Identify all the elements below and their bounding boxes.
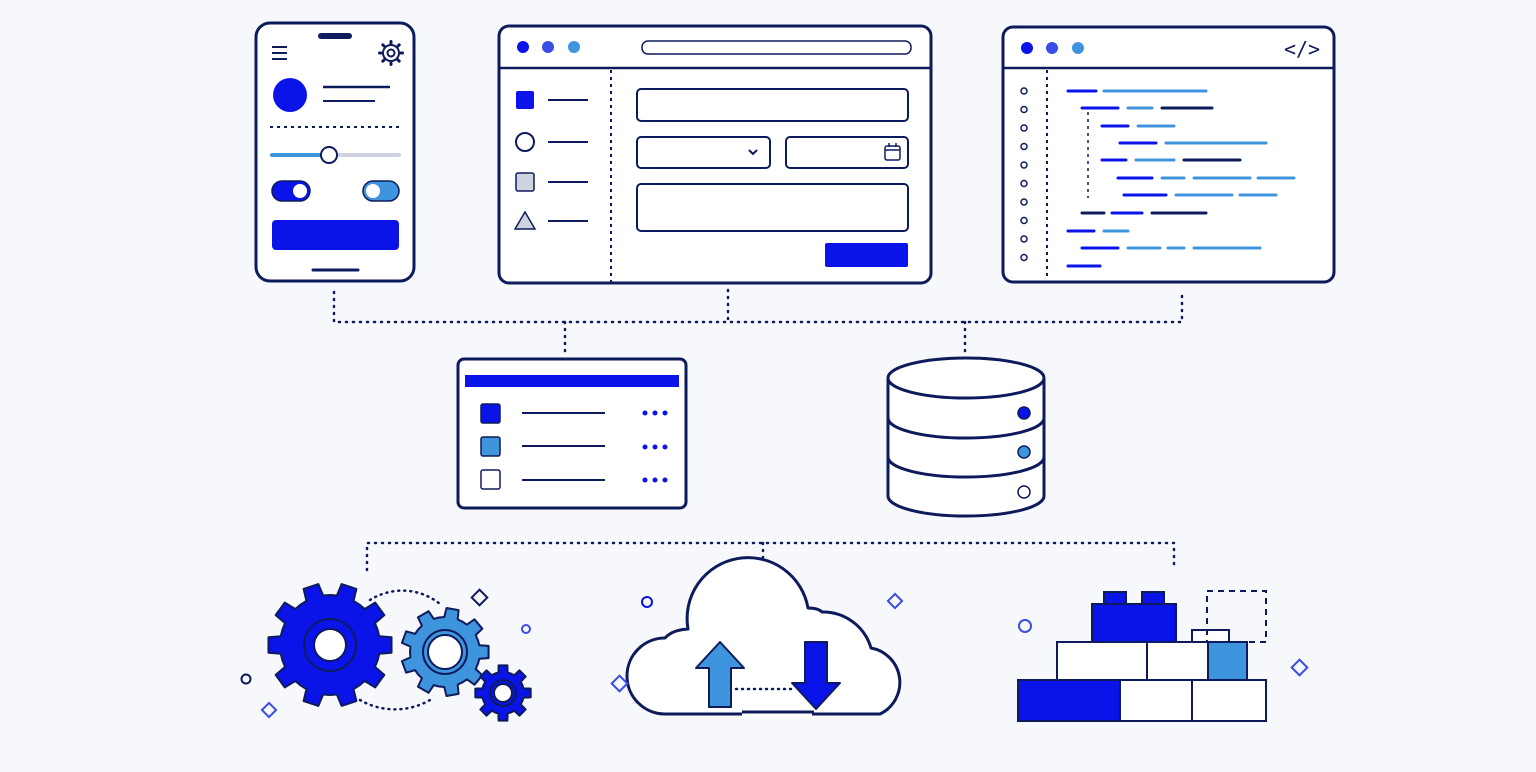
- cloud-sync-icon: [610, 556, 904, 717]
- medium-gear-icon: [400, 607, 490, 697]
- gear-icon[interactable]: [378, 40, 404, 66]
- calendar-icon: [884, 143, 901, 161]
- diamond-decoration: [610, 674, 629, 693]
- diamond-decoration: [470, 588, 489, 607]
- line-number-marker: [1020, 161, 1028, 169]
- code-brackets-icon: </>: [1284, 37, 1320, 61]
- list-item[interactable]: [480, 403, 668, 424]
- circle-icon[interactable]: [515, 132, 535, 152]
- sidebar-nav: [513, 91, 588, 230]
- text-input[interactable]: [636, 88, 909, 122]
- line-number-marker: [1020, 87, 1028, 95]
- line-number-marker: [1020, 142, 1028, 151]
- avatar: [273, 78, 307, 112]
- submit-button[interactable]: [825, 243, 908, 267]
- toggle-switch-on[interactable]: [271, 180, 311, 202]
- line-number-marker: [1020, 216, 1028, 225]
- slider[interactable]: [270, 146, 401, 164]
- hamburger-menu-icon[interactable]: [272, 46, 287, 60]
- triangle-icon[interactable]: [513, 210, 537, 230]
- primary-button[interactable]: [272, 220, 399, 250]
- building-blocks-icon: [1017, 590, 1309, 722]
- square-icon[interactable]: [516, 91, 534, 109]
- dropdown-select[interactable]: [636, 136, 771, 169]
- large-gear-icon: [267, 583, 393, 707]
- code-lines: [1066, 89, 1296, 268]
- line-number-marker: [1020, 124, 1028, 132]
- more-options-icon[interactable]: [642, 477, 668, 483]
- chevron-down-icon: [748, 149, 758, 156]
- code-editor-window: </>: [1001, 25, 1336, 284]
- address-bar[interactable]: [641, 40, 912, 55]
- line-number-gutter: [1020, 87, 1028, 262]
- list-card: [456, 357, 688, 510]
- toggle-switch-off[interactable]: [362, 180, 400, 202]
- diamond-decoration: [886, 592, 904, 610]
- date-input[interactable]: [785, 136, 909, 169]
- list-item[interactable]: [480, 469, 668, 490]
- line-number-marker: [1020, 179, 1028, 188]
- top-connector-lines: [332, 288, 1184, 354]
- small-gear-icon: [474, 664, 532, 722]
- diamond-decoration: [260, 701, 278, 719]
- list-item[interactable]: [480, 436, 668, 457]
- database-icon: [886, 356, 1046, 518]
- web-form-window: [497, 24, 933, 285]
- upload-arrow-icon: [695, 641, 745, 708]
- square-outline-icon[interactable]: [515, 172, 535, 192]
- textarea[interactable]: [636, 183, 909, 232]
- more-options-icon[interactable]: [642, 410, 668, 416]
- gears-illustration: [240, 583, 532, 722]
- line-number-marker: [1020, 253, 1028, 262]
- card-header-bar: [465, 375, 679, 387]
- line-number-marker: [1020, 198, 1028, 206]
- line-number-marker: [1020, 235, 1028, 243]
- mobile-phone-mockup: [254, 21, 416, 283]
- more-options-icon[interactable]: [642, 444, 668, 450]
- download-arrow-icon: [791, 641, 841, 710]
- line-number-marker: [1020, 105, 1028, 114]
